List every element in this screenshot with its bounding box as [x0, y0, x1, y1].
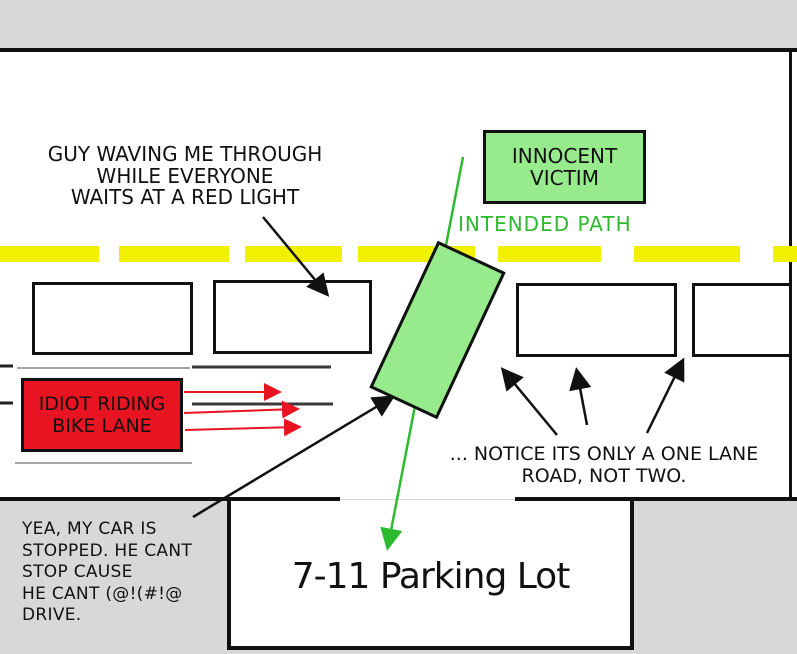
lane-divider-dash [634, 246, 740, 262]
lane-divider-dash [0, 246, 99, 262]
road-right-edge [789, 52, 792, 499]
parked-car-2 [213, 280, 372, 354]
parked-car-1 [32, 282, 193, 355]
curb-line-left [0, 497, 340, 501]
lane-divider-dash [498, 246, 601, 262]
lane-divider-dash [773, 246, 797, 262]
lane-divider-dash [119, 246, 229, 262]
intended-path-label: INTENDED PATH [458, 212, 632, 236]
one-lane-note: ... NOTICE ITS ONLY A ONE LANE ROAD, NOT… [449, 443, 759, 487]
my-car-note: YEA, MY CAR IS STOPPED. HE CANT STOP CAU… [22, 519, 193, 625]
road-top-edge [0, 48, 797, 52]
innocent-victim-box: INNOCENT VICTIM [483, 130, 646, 204]
parking-lot-label: 7-11 Parking Lot [291, 556, 571, 597]
curb-line-right [515, 497, 797, 501]
lane-divider-dash [245, 246, 342, 262]
idiot-bike-lane-box: IDIOT RIDING BIKE LANE [21, 378, 183, 452]
guy-waving-note: GUY WAVING ME THROUGH WHILE EVERYONE WAI… [47, 142, 323, 209]
parked-car-3 [516, 283, 677, 357]
innocent-victim-label: INNOCENT VICTIM [511, 144, 618, 190]
idiot-bike-lane-label: IDIOT RIDING BIKE LANE [38, 393, 166, 437]
parked-car-4 [692, 283, 792, 357]
